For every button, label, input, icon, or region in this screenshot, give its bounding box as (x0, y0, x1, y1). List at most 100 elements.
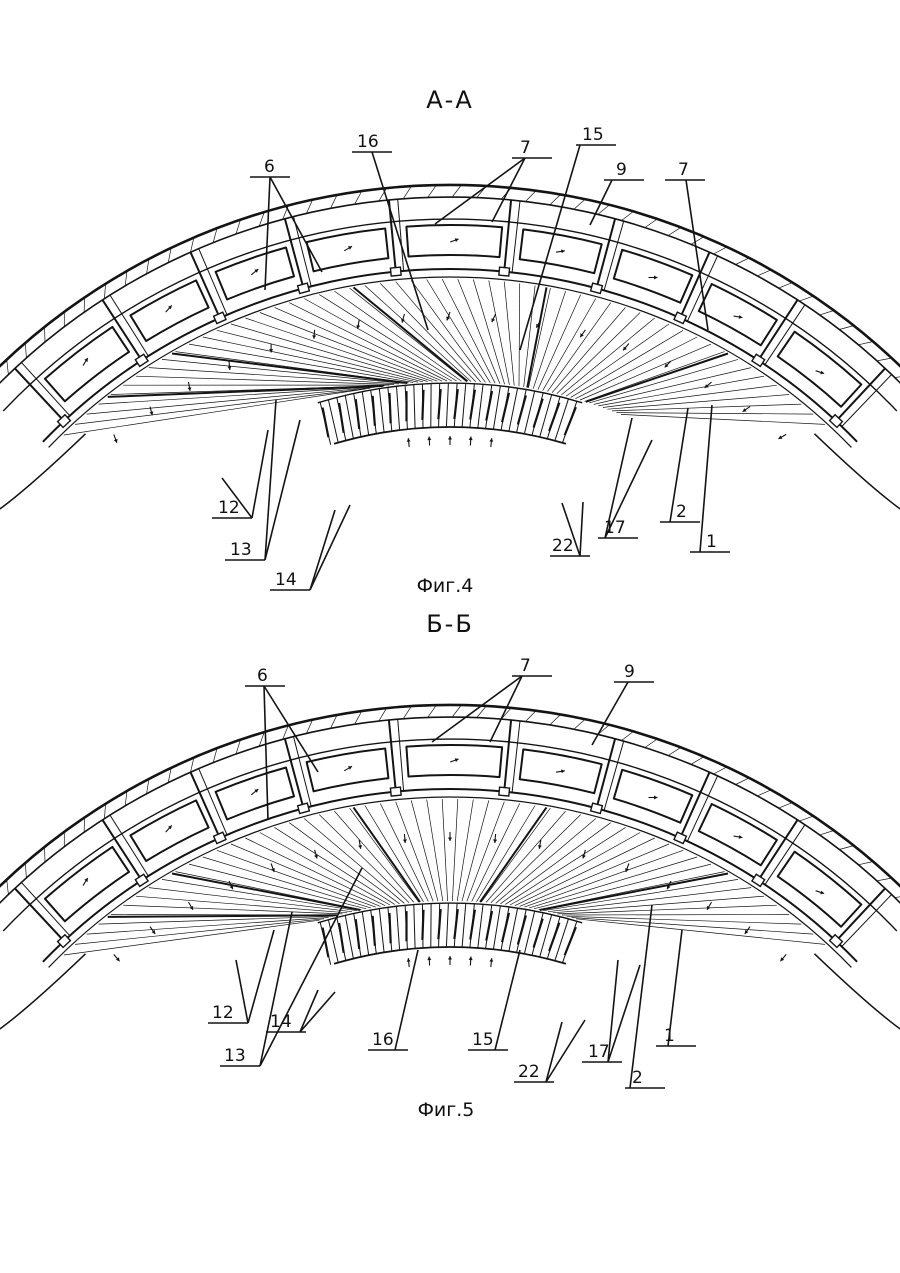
flow-line (616, 413, 813, 415)
casing-hatch (877, 878, 892, 881)
casing-hatch (526, 711, 537, 722)
flow-line (477, 806, 536, 902)
radial-rib-inner (842, 375, 892, 427)
blade (397, 386, 400, 430)
blade (493, 386, 500, 430)
cooling-chamber (130, 280, 208, 341)
flow-line (260, 313, 438, 382)
label-15: 15 (472, 1030, 494, 1050)
blade (414, 385, 415, 429)
casing-hatch (645, 739, 657, 748)
label-2: 1 (664, 1026, 675, 1046)
blade (362, 912, 369, 956)
rib-foot (752, 874, 765, 886)
chamber-outer-arc (3, 219, 897, 411)
flow-lines (64, 799, 825, 955)
casing-hatch (668, 747, 681, 755)
flow-line (245, 838, 385, 906)
label-15: 15 (582, 125, 604, 145)
label-12: 12 (212, 1003, 234, 1023)
flow-line (87, 918, 329, 935)
casing-hatch (45, 847, 46, 862)
cooling-chamber (778, 852, 862, 927)
flow-line (519, 283, 520, 386)
label-6: 6 (257, 666, 268, 686)
rib-foot (135, 354, 148, 366)
casing-hatch (799, 296, 813, 301)
blade-thick (438, 389, 440, 419)
label-7: 7 (520, 656, 531, 676)
blade-thick (518, 396, 526, 425)
label-16: 16 (357, 132, 379, 152)
label-22: 22 (552, 536, 574, 556)
chamber-flow-arrow (654, 276, 657, 280)
left-break-line (0, 912, 86, 1045)
casing-hatch (895, 895, 900, 897)
blade-thick (470, 910, 475, 940)
blade-thick (518, 916, 526, 945)
blade-thick (339, 403, 344, 433)
label-14: 14 (275, 570, 297, 590)
cooling-chamber (614, 250, 693, 303)
radial-flow-arrow (228, 366, 232, 370)
flow-line (621, 414, 825, 424)
blade-thick (502, 913, 509, 942)
blade-thick (565, 927, 576, 955)
right-break-line (815, 392, 900, 525)
radial-flow-arrow (448, 838, 452, 842)
casing-hatch (403, 186, 411, 199)
casing-hatch (714, 767, 727, 774)
radial-rib (680, 772, 709, 838)
casing-hatch (125, 791, 127, 806)
outer-casing-inner-arc (0, 717, 900, 920)
blade-thick (390, 393, 391, 423)
side-break-lines (0, 912, 900, 1045)
rib-foot (214, 312, 226, 323)
casing-hatch (550, 715, 561, 725)
blade (493, 906, 500, 950)
flow-line (75, 388, 370, 424)
flow-line (350, 288, 467, 381)
label-13: 13 (230, 540, 252, 560)
rib-foot (752, 354, 765, 366)
rib-foot (298, 283, 310, 293)
rib-foot (674, 312, 686, 323)
casing-hatch (7, 360, 9, 375)
caption-fig-5: Фиг.5 (418, 1099, 475, 1121)
radial-rib-inner (110, 295, 148, 356)
flow-line (562, 915, 789, 916)
section-outline (0, 185, 900, 525)
flow-line (520, 844, 669, 906)
stream-line (480, 807, 546, 902)
blade (328, 920, 338, 963)
flow-line (473, 280, 504, 385)
outlet-arrow (469, 437, 473, 441)
blade (509, 388, 518, 431)
outer-casing-arc (0, 705, 900, 912)
flow-line (458, 279, 500, 384)
blade (446, 903, 448, 947)
cooling-chamber (778, 332, 862, 407)
flow-line (411, 800, 438, 901)
outlet-arrow (407, 958, 411, 962)
blade-thick (422, 910, 423, 940)
stream-line (527, 287, 546, 387)
casing-hatch (757, 790, 771, 796)
casing-hatch (428, 185, 437, 197)
casing-hatch (25, 343, 26, 358)
cooling-chamber (216, 768, 294, 820)
casing-hatch (125, 271, 127, 286)
outer-casing-inner-arc (0, 197, 900, 400)
blade-thick (502, 393, 509, 422)
rib-foot (499, 267, 510, 276)
casing-hatch (736, 258, 749, 265)
flow-line (427, 280, 491, 383)
outlet-arrow (469, 957, 473, 961)
flow-line (571, 918, 813, 935)
stream-line (108, 915, 337, 917)
outlet-arrow (448, 956, 452, 960)
section-label-a-a: А-А (426, 86, 474, 114)
flow-line (515, 838, 655, 906)
blade-thick (470, 390, 475, 420)
